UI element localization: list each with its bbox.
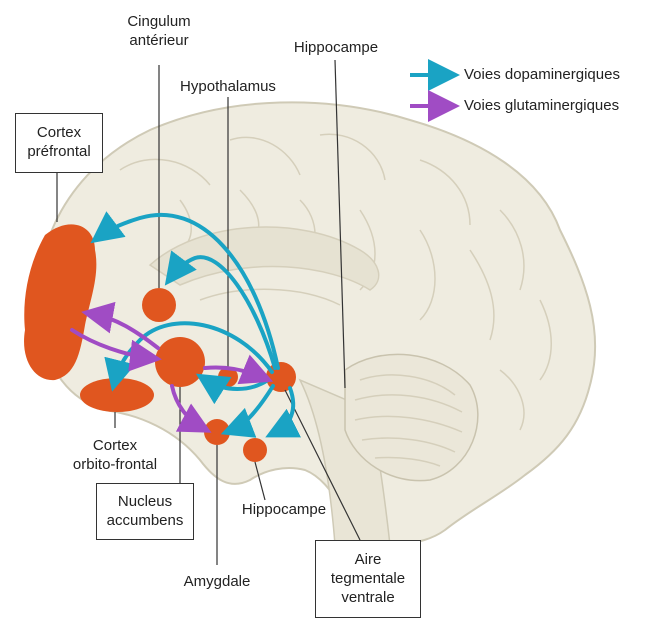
label-amygdale: Amygdale xyxy=(170,572,264,591)
region-cortex-orbito-frontal xyxy=(80,378,154,412)
label-hypothalamus: Hypothalamus xyxy=(165,77,291,96)
label-line: ventrale xyxy=(316,588,420,607)
region-hippocampe xyxy=(243,438,267,462)
legend-glutamate: Voies glutaminergiques xyxy=(464,97,619,114)
label-cortex-orbito-frontal: Cortex orbito-frontal xyxy=(55,436,175,474)
region-cingulum xyxy=(142,288,176,322)
label-hippocampe-top: Hippocampe xyxy=(278,38,394,57)
label-line: tegmentale xyxy=(316,569,420,588)
label-line: Cortex xyxy=(55,436,175,455)
legend-arrows xyxy=(410,75,448,106)
label-hippocampe-bottom: Hippocampe xyxy=(228,500,340,519)
label-line: orbito-frontal xyxy=(55,455,175,474)
label-line: antérieur xyxy=(112,31,206,50)
label-line: Nucleus xyxy=(97,492,193,511)
label-line: Cingulum xyxy=(112,12,206,31)
label-line: préfrontal xyxy=(16,142,102,161)
region-nucleus-accumbens xyxy=(155,337,205,387)
label-cingulum: Cingulum antérieur xyxy=(112,12,206,50)
label-aire-tegmentale: Aire tegmentale ventrale xyxy=(315,540,421,618)
label-line: accumbens xyxy=(97,511,193,530)
label-line: Cortex xyxy=(16,123,102,142)
label-line: Aire xyxy=(316,550,420,569)
legend-dopamine: Voies dopaminergiques xyxy=(464,66,620,83)
label-nucleus-accumbens: Nucleus accumbens xyxy=(96,483,194,540)
region-amygdale xyxy=(204,419,230,445)
label-cortex-prefrontal: Cortex préfrontal xyxy=(15,113,103,173)
